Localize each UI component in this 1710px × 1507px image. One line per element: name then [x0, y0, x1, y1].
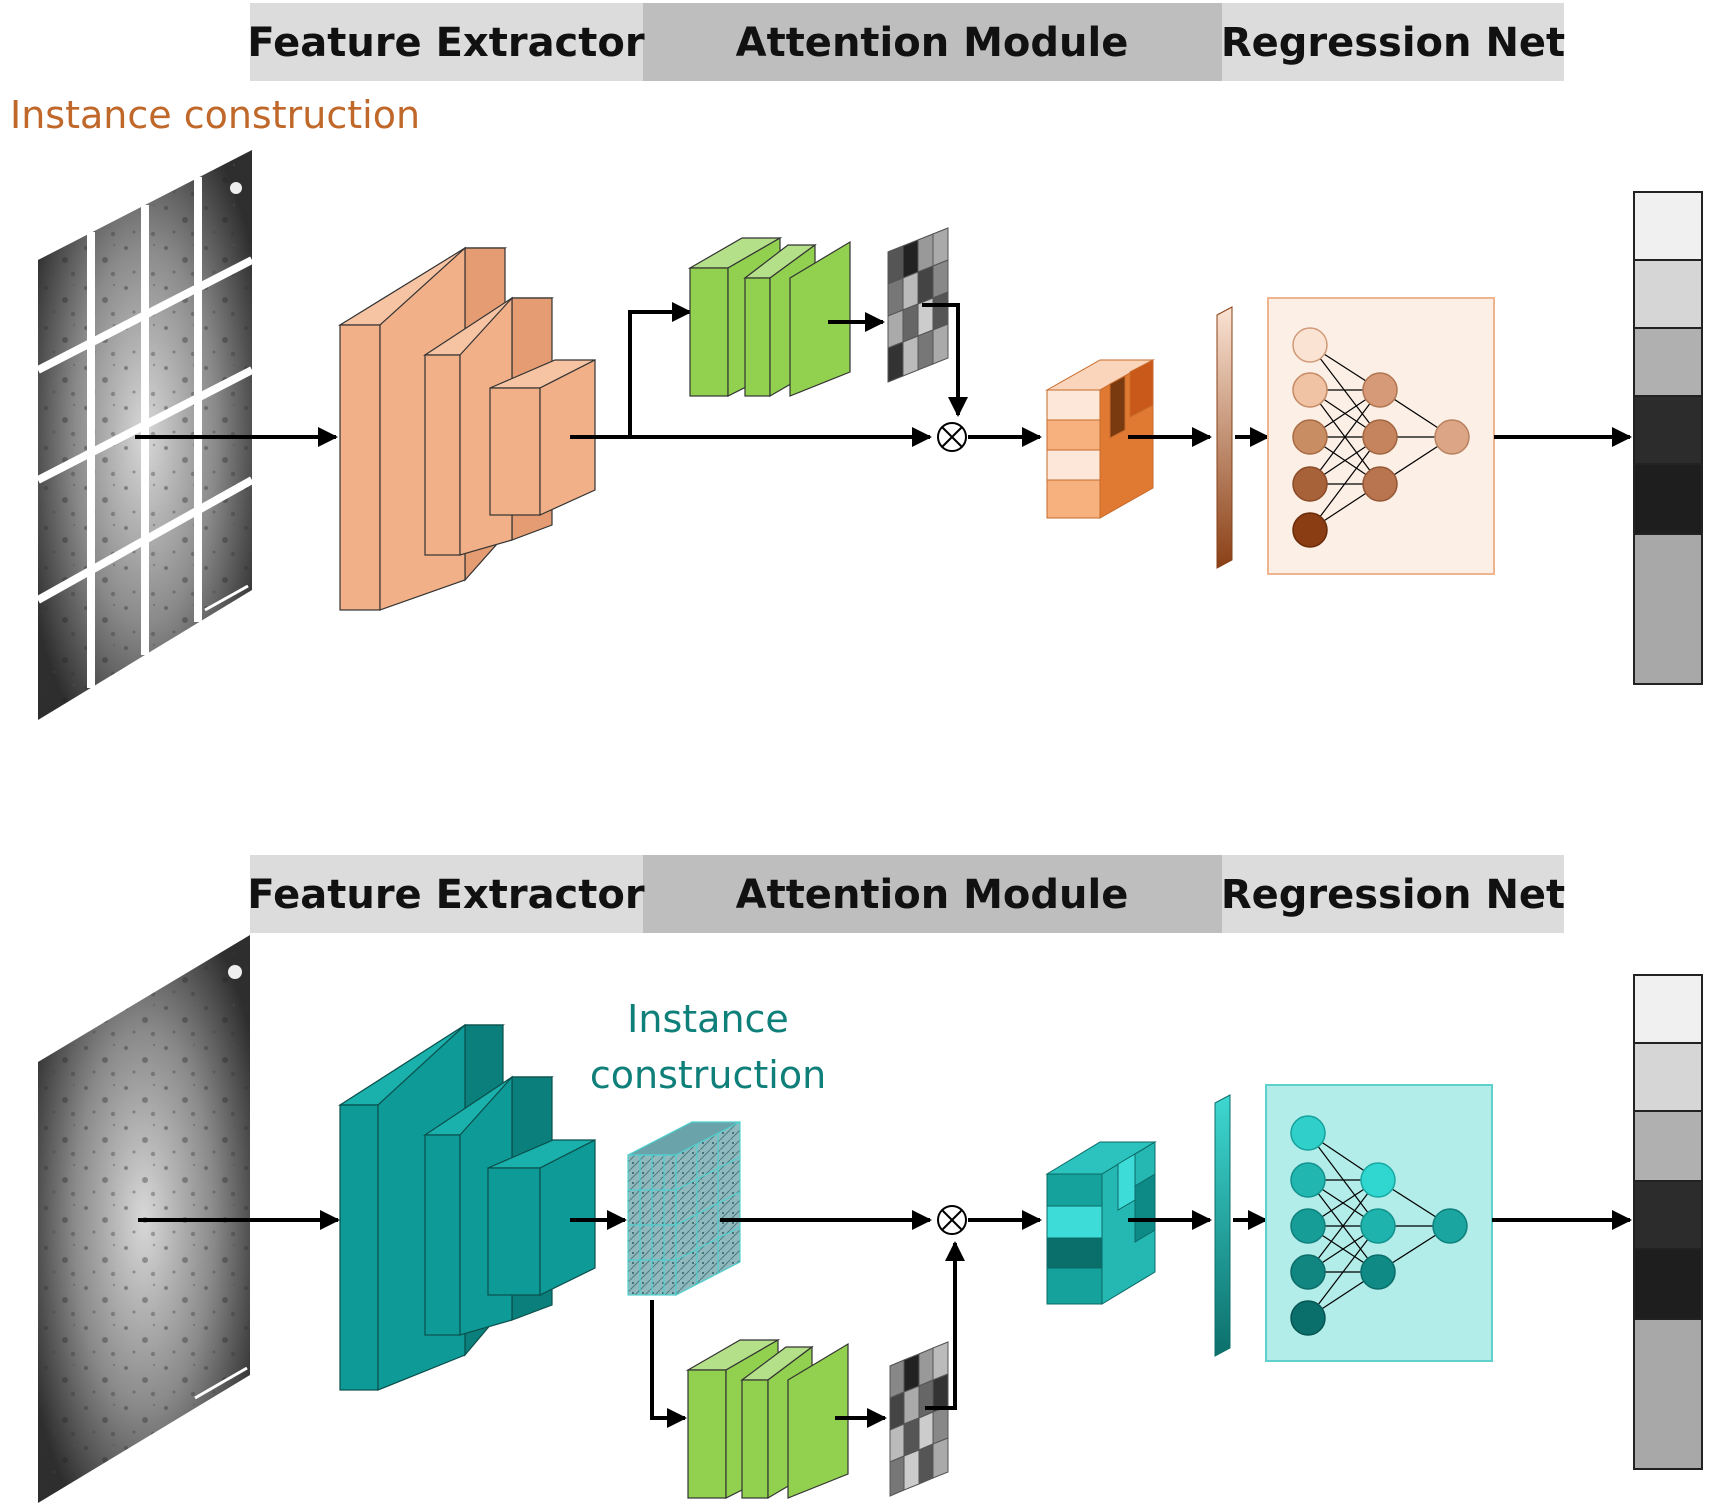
bottom-nn-node: [1360, 1208, 1396, 1244]
bottom-instance-block: [627, 1121, 741, 1296]
bottom-attention-map: [889, 1341, 949, 1497]
top-tiled-input-image: [36, 150, 254, 720]
bottom-nn-node: [1360, 1162, 1396, 1198]
top-panel: Feature Extractor Attention Module Regre…: [10, 3, 1703, 720]
top-header-attention-module: Attention Module: [736, 20, 1129, 66]
top-header-bar: Feature Extractor Attention Module Regre…: [247, 3, 1565, 81]
top-nn-node: [1292, 372, 1328, 408]
top-cnn-feature-extractor: [337, 246, 596, 611]
bottom-weighted-feature-cube: [1045, 1141, 1157, 1305]
top-header-feature-extractor: Feature Extractor: [247, 20, 644, 66]
top-nn-node: [1362, 419, 1398, 455]
top-header-regression-net: Regression Net: [1221, 20, 1565, 66]
top-nn-output-node: [1434, 419, 1470, 455]
top-attention-green-blocks: [687, 236, 851, 398]
top-nn-node: [1292, 466, 1328, 502]
top-feature-vector: [1216, 306, 1233, 569]
bottom-header-feature-extractor-bg: [250, 855, 643, 933]
top-header-feature-extractor-bg: [250, 3, 643, 81]
top-output-column: [1633, 191, 1703, 685]
top-instance-construction-label: Instance construction: [10, 93, 420, 137]
top-arrow-attention-to-multiply: [922, 303, 968, 417]
bottom-nn-node: [1290, 1115, 1326, 1151]
top-nn-node: [1292, 512, 1328, 548]
top-weighted-feature-cube: [1045, 359, 1155, 519]
bottom-cnn-feature-extractor: [337, 1023, 596, 1391]
top-regression-network: [1267, 297, 1495, 575]
top-attention-map: [887, 227, 949, 383]
bottom-nn-node: [1290, 1208, 1326, 1244]
top-nn-node: [1362, 372, 1398, 408]
bottom-header-attention-module-bg: [643, 855, 1222, 933]
top-nn-node: [1292, 327, 1328, 363]
top-nn-node: [1362, 466, 1398, 502]
bottom-regression-network: [1265, 1084, 1493, 1362]
bottom-header-attention-module: Attention Module: [736, 872, 1129, 918]
bottom-nn-node: [1290, 1300, 1326, 1336]
bottom-header-bar: Feature Extractor Attention Module Regre…: [247, 855, 1565, 933]
bottom-attention-green-blocks: [685, 1338, 849, 1500]
bottom-feature-vector: [1214, 1094, 1231, 1357]
bottom-header-feature-extractor: Feature Extractor: [247, 872, 644, 918]
bottom-header-regression-net: Regression Net: [1221, 872, 1565, 918]
bottom-arrow-to-green-blocks: [650, 1300, 687, 1428]
bottom-instance-construction-line1: Instance: [627, 997, 789, 1041]
top-header-regression-net-bg: [1222, 3, 1564, 81]
bottom-output-column: [1633, 974, 1703, 1470]
top-multiply-icon: [937, 422, 967, 452]
bottom-nn-node: [1290, 1162, 1326, 1198]
bottom-nn-node: [1360, 1254, 1396, 1290]
bottom-nn-output-node: [1432, 1208, 1468, 1244]
bottom-header-regression-net-bg: [1222, 855, 1564, 933]
top-nn-node: [1292, 419, 1328, 455]
bottom-nn-node: [1290, 1254, 1326, 1290]
top-header-attention-module-bg: [643, 3, 1222, 81]
bottom-multiply-icon: [937, 1205, 967, 1235]
bottom-arrow-attention-to-multiply: [925, 1241, 965, 1410]
bottom-instance-construction-line2: construction: [590, 1053, 826, 1097]
bottom-panel: Feature Extractor Attention Module Regre…: [38, 855, 1703, 1503]
top-arrow-to-green-blocks: [570, 302, 692, 439]
